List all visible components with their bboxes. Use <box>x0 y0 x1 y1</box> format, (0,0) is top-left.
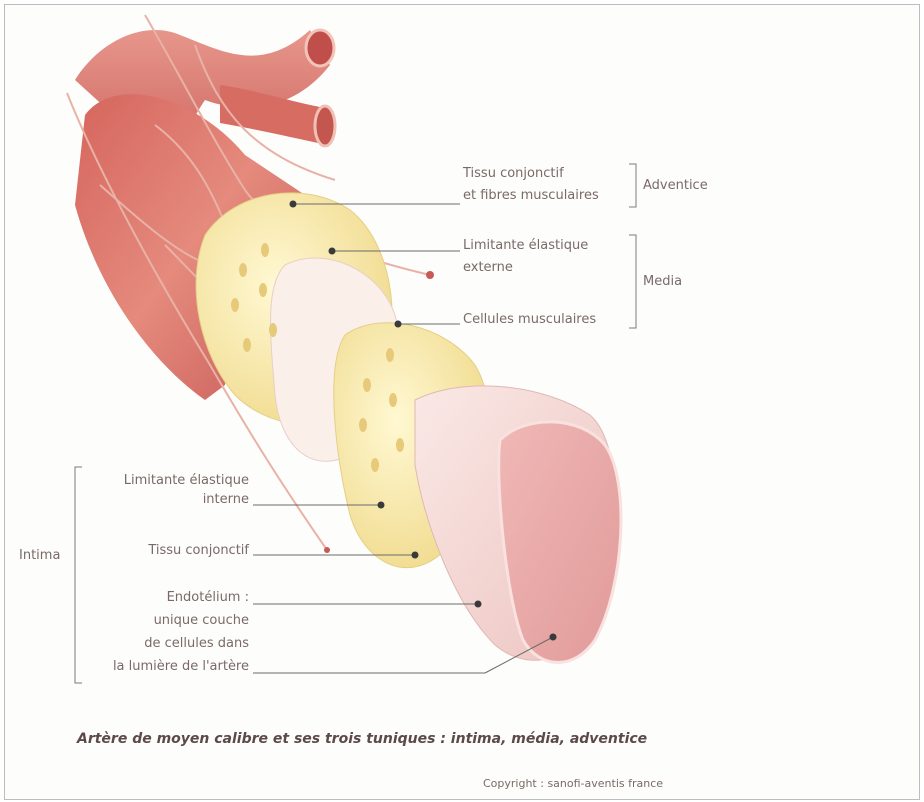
label-intima-endo-4: la lumière de l'artère <box>45 658 249 675</box>
label-intima-limitante-2: interne <box>65 491 249 508</box>
artery-illustration <box>5 5 920 800</box>
label-intima-endo-2: unique couche <box>65 612 249 629</box>
label-intima-tissu: Tissu conjonctif <box>65 542 249 559</box>
copyright-notice: Copyright : sanofi-aventis france <box>483 777 663 790</box>
label-media-cellules: Cellules musculaires <box>463 311 596 328</box>
label-intima-limitante-1: Limitante élastique <box>65 472 249 489</box>
label-adventice-tissue-2: et fibres musculaires <box>463 187 599 204</box>
label-media: Media <box>643 273 682 290</box>
artery-lumen <box>499 422 621 663</box>
label-adventice-tissue-1: Tissu conjonctif <box>463 165 564 182</box>
figure-caption: Artère de moyen calibre et ses trois tun… <box>77 731 647 747</box>
label-intima-endo-1: Endotélium : <box>65 589 249 606</box>
label-intima: Intima <box>19 547 60 564</box>
diagram-frame: Tissu conjonctif et fibres musculaires A… <box>4 4 920 800</box>
label-adventice: Adventice <box>643 177 708 194</box>
label-intima-endo-3: de cellules dans <box>65 635 249 652</box>
label-media-limitante-1: Limitante élastique <box>463 237 588 254</box>
label-media-limitante-2: externe <box>463 259 513 276</box>
